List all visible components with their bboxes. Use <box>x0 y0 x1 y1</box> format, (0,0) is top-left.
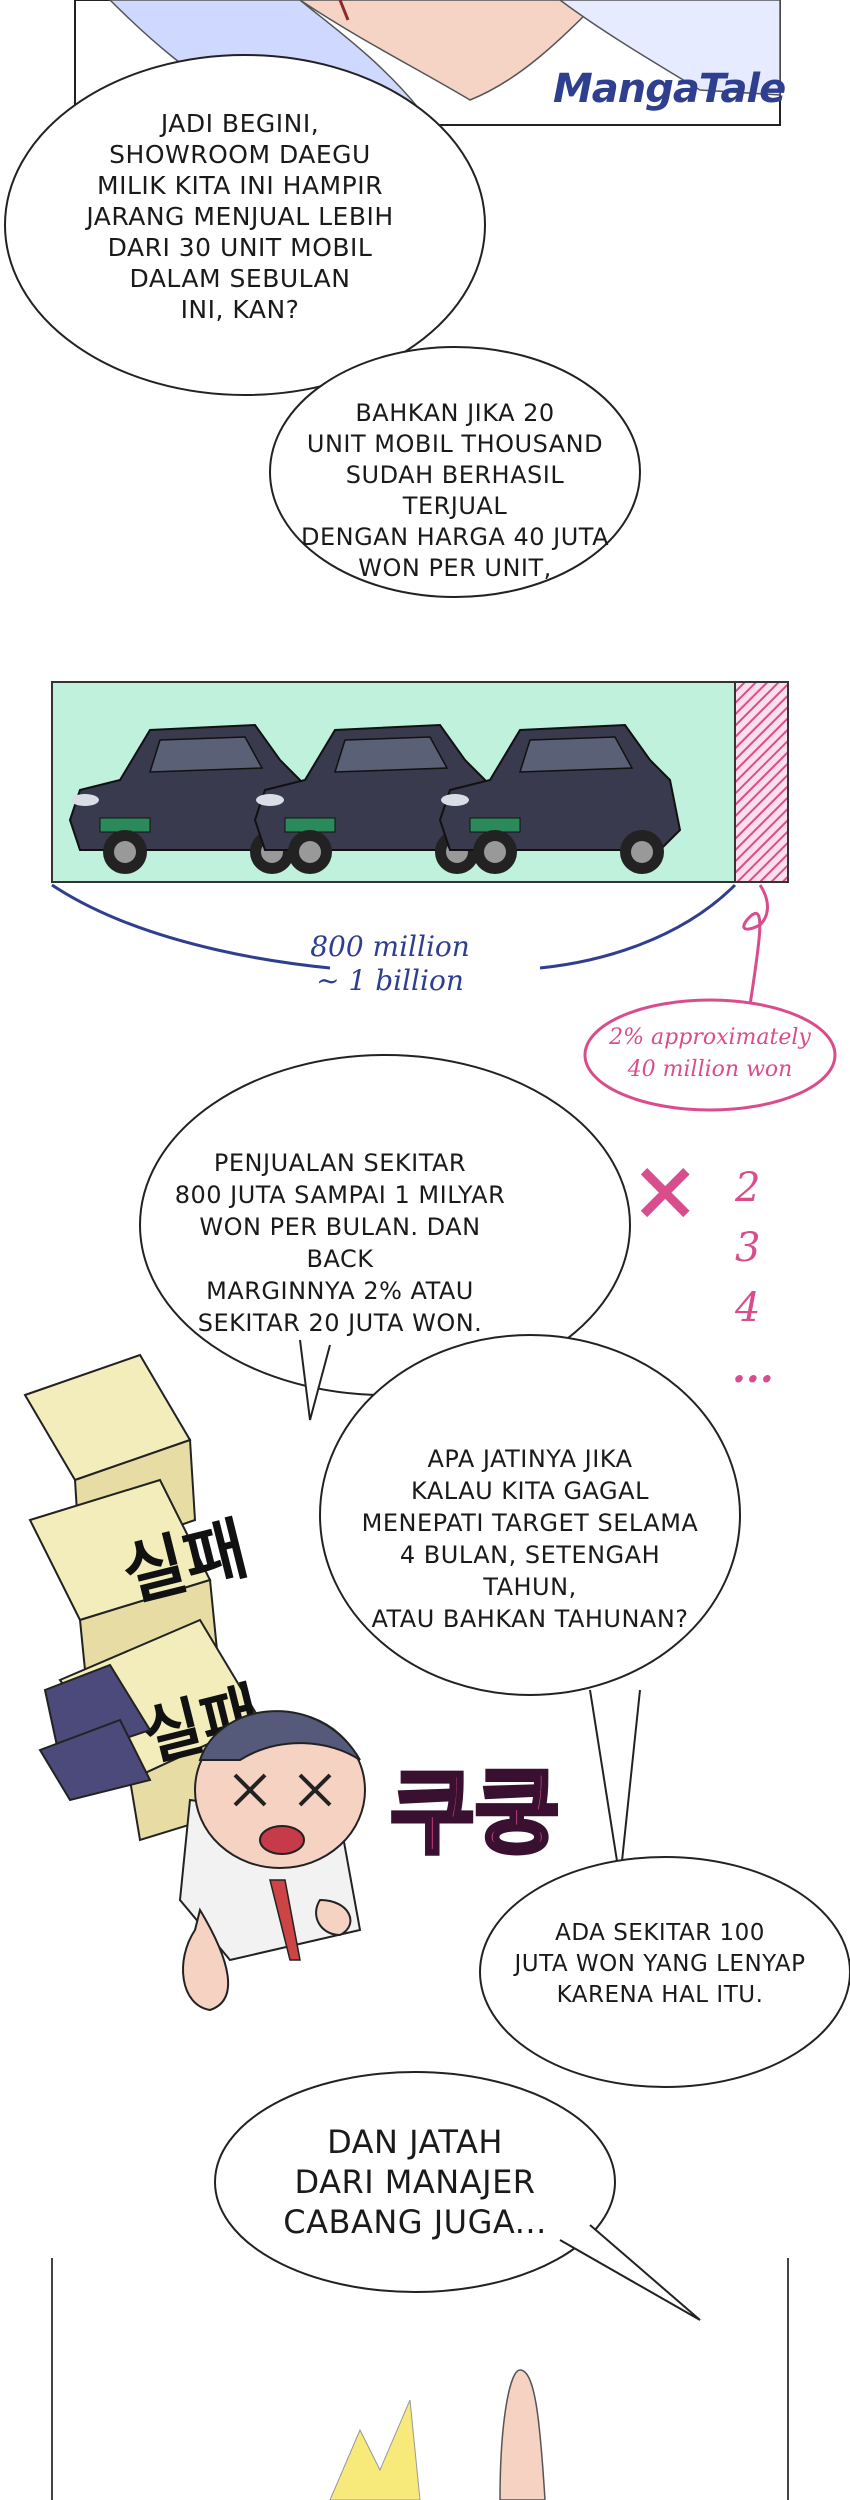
mangatale-logo: MangaTale <box>545 62 786 124</box>
speech-bubble-6-text: DAN JATAH DARI MANAJER CABANG JUGA... <box>283 2123 547 2241</box>
multiply-symbol: × <box>630 1140 701 1239</box>
margin-annotation: 2% approximately 40 million won <box>609 1025 811 1082</box>
speech-bubble-4-text: APA JATINYA JIKA KALAU KITA GAGAL MENEPA… <box>361 1445 699 1633</box>
multiplier-2: 2 <box>735 1165 761 1211</box>
price-range-annotation: 800 million ~ 1 billion <box>310 930 470 997</box>
bottom-panel <box>51 2258 789 2500</box>
multiplier-4: 4 <box>735 1285 761 1331</box>
multiplier-ellipsis: ... <box>732 1345 774 1392</box>
speech-bubble-3-text: PENJUALAN SEKITAR 800 JUTA SAMPAI 1 MILY… <box>174 1149 506 1337</box>
speech-bubble-2-text: BAHKAN JIKA 20 UNIT MOBIL THOUSAND SUDAH… <box>300 399 609 582</box>
failure-boxes-illustration: 실패 실패 <box>23 1353 366 2012</box>
impact-sound-effect: 쿠쿵 <box>390 1760 559 1867</box>
logo-wordmark: MangaTale <box>553 66 786 112</box>
speech-bubble-1-text: JADI BEGINI, SHOWROOM DAEGU MILIK KITA I… <box>86 109 394 324</box>
multiplier-3: 3 <box>735 1225 761 1271</box>
speech-bubble-5-text: ADA SEKITAR 100 JUTA WON YANG LENYAP KAR… <box>514 1920 806 2008</box>
